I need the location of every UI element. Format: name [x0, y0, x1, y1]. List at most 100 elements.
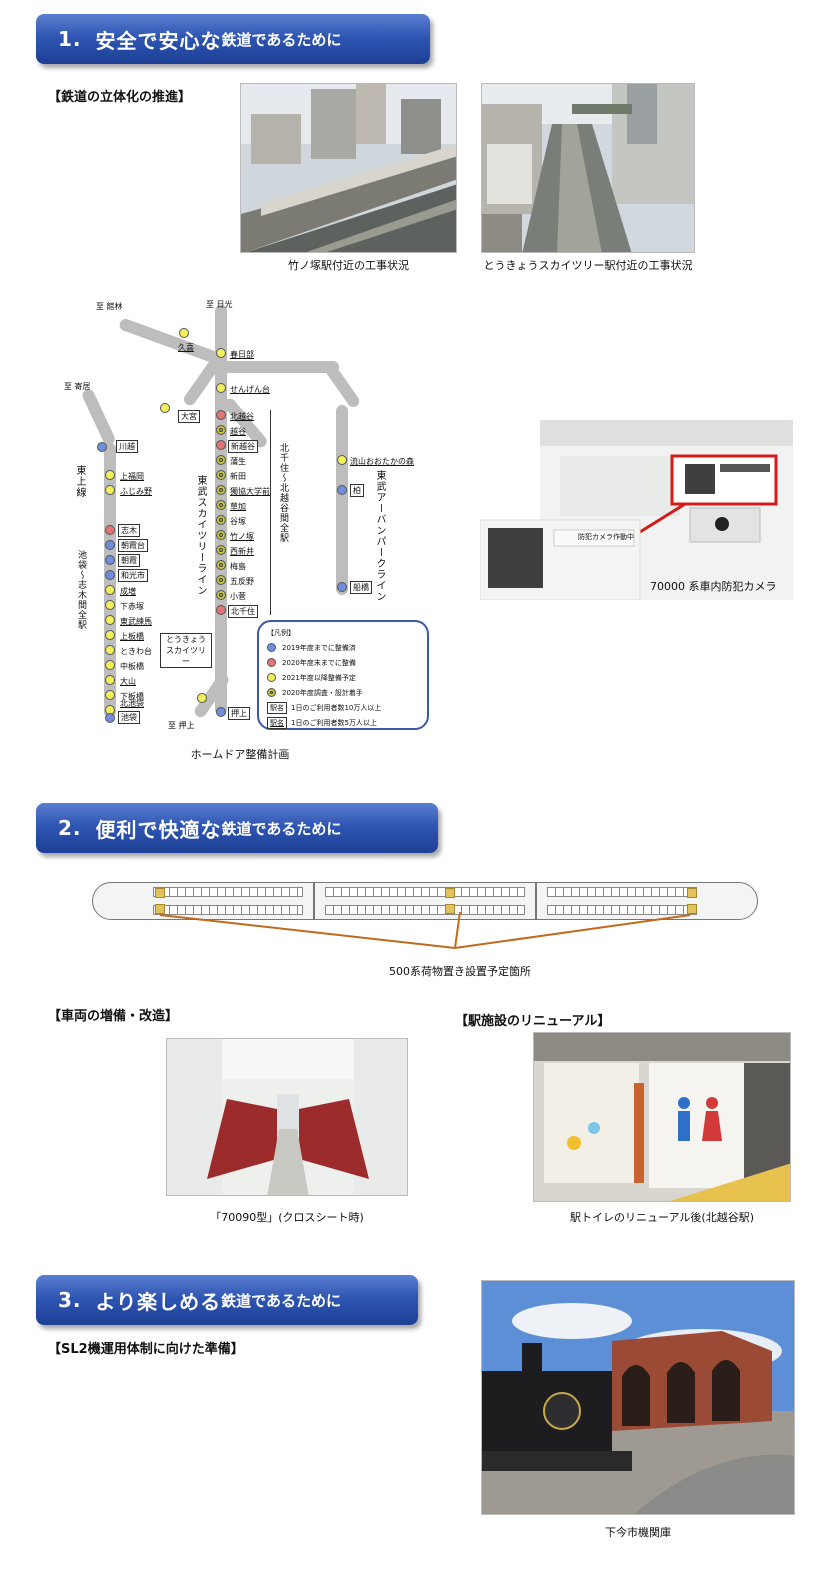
- label-shiki: 志木: [118, 524, 140, 537]
- section2-subhead-right: 【駅施設のリニューアル】: [455, 1014, 611, 1029]
- seats-upper: [547, 887, 697, 897]
- legend-label-done: 2019年度までに整備済: [282, 643, 356, 652]
- train-500-diagram: [92, 882, 758, 920]
- engine-house-caption: 下今市機関庫: [605, 1526, 671, 1539]
- label-kitaikebukuro: 北池袋: [120, 699, 144, 708]
- label-kawagoe: 川越: [116, 440, 138, 453]
- station-tobunerima: [105, 615, 115, 625]
- legend-row-survey: 2020年度調査・設計着手: [267, 685, 419, 700]
- label-omiya: 大宮: [178, 410, 200, 423]
- label-gamo: 蒲生: [230, 457, 246, 466]
- line-label-tojo: 東上線: [74, 465, 85, 498]
- skytree-caption: とうきょうスカイツリー駅付近の工事状況: [483, 259, 693, 272]
- label-kashiwa: 柏: [350, 484, 364, 497]
- label-asaka: 朝霞: [118, 554, 140, 567]
- station-narimasu: [105, 585, 115, 595]
- legend-row-2021: 2021年度以降整備予定: [267, 670, 419, 685]
- section2-number: 2.: [58, 816, 82, 840]
- section2-subhead-left: 【車両の増備・改造】: [48, 1009, 179, 1024]
- station-asakadai: [105, 540, 115, 550]
- station-tokyo-skytree: [197, 693, 207, 703]
- station-kitasenju: [216, 605, 226, 615]
- legend-name-note-1: 1日のご利用者数10万人以上: [291, 703, 382, 712]
- luggage-spot: [155, 888, 165, 898]
- label-sengendai: せんげん台: [230, 385, 270, 394]
- section3-title-big: より楽しめる: [95, 1289, 222, 1314]
- track-urban-east: [221, 361, 339, 373]
- station-kitakoshigaya: [216, 410, 226, 420]
- train-caption: 500系荷物置き設置予定箇所: [389, 965, 531, 978]
- station-gotanno: [216, 575, 226, 585]
- label-kamifukuoka: 上福岡: [120, 472, 144, 481]
- shimoimaichi-engine-house-photo: [481, 1280, 795, 1515]
- legend-row-name2: 駅名 1日のご利用者数5万人以上: [267, 715, 419, 730]
- station-shimoakatsuka: [105, 600, 115, 610]
- track-tojo-top: [80, 387, 117, 447]
- section3-number: 3.: [58, 1288, 82, 1312]
- station-shiki: [105, 525, 115, 535]
- station-kashiwa: [337, 485, 347, 495]
- line-label-urban: 東武アーバンパークライン: [374, 470, 385, 602]
- legend-label-2021: 2021年度以降整備予定: [282, 673, 356, 682]
- station-takenotsuka: [216, 530, 226, 540]
- label-kasukabe: 春日部: [230, 350, 254, 359]
- seats-upper: [153, 887, 303, 897]
- security-camera-photo: 防犯カメラ作動中: [480, 420, 793, 600]
- seats-upper: [325, 887, 525, 897]
- range-bracket: [270, 410, 271, 615]
- label-koshigaya: 越谷: [230, 427, 246, 436]
- skytree-construction-photo: [481, 83, 695, 253]
- legend-row-2020: 2020年度末までに整備: [267, 655, 419, 670]
- legend-name-note-2: 1日のご利用者数5万人以上: [291, 718, 377, 727]
- station-sengendai: [216, 383, 226, 393]
- section1-number: 1.: [58, 27, 82, 51]
- label-wakoshi: 和光市: [118, 569, 148, 582]
- label-yatsuka: 谷塚: [230, 517, 246, 526]
- label-kosuge: 小菅: [230, 592, 246, 601]
- luggage-pointer-lines: [159, 911, 691, 949]
- section2-title-small: 鉄道であるために: [221, 819, 342, 838]
- station-nagareyama: [337, 455, 347, 465]
- legend-label-survey: 2020年度調査・設計着手: [282, 688, 363, 697]
- station-kosuge: [216, 590, 226, 600]
- label-dokkyo: 獨協大学前: [230, 487, 270, 496]
- luggage-spot: [155, 904, 165, 914]
- label-narimasu: 成増: [120, 587, 136, 596]
- train-car-2: [314, 882, 536, 920]
- section1-banner: 1. 安全で安心な 鉄道であるために: [36, 14, 430, 64]
- label-fujimino: ふじみ野: [120, 487, 152, 496]
- section2-banner: 2. 便利で快適な 鉄道であるために: [36, 803, 438, 853]
- label-tobunerima: 東武練馬: [120, 617, 152, 626]
- camera-sign-text: 防犯カメラ作動中: [578, 533, 634, 541]
- station-nishiarai: [216, 545, 226, 555]
- seats-lower: [325, 905, 525, 915]
- station-shinkoshigaya: [216, 440, 226, 450]
- luggage-spot: [445, 888, 455, 898]
- station-ikebukuro: [105, 713, 115, 723]
- label-nakaitabashi: 中板橋: [120, 662, 144, 671]
- label-nagareyama: 流山おおたかの森: [350, 457, 414, 466]
- seats-lower: [153, 905, 303, 915]
- station-kamiitabashi: [105, 630, 115, 640]
- label-shinkoshigaya: 新越谷: [228, 440, 258, 453]
- station-gamo: [216, 455, 226, 465]
- station-tokiwadai: [105, 645, 115, 655]
- track-urban-south: [336, 405, 348, 595]
- label-tokiwadai: ときわ台: [120, 647, 152, 656]
- term-oshiage: 至 押上: [168, 721, 195, 730]
- line-label-skytree: 東武スカイツリーライン: [195, 475, 206, 596]
- term-yorii: 至 寄居: [64, 382, 91, 391]
- station-wakoshi: [105, 570, 115, 580]
- legend-row-done: 2019年度までに整備済: [267, 640, 419, 655]
- label-asakadai: 朝霞台: [118, 539, 148, 552]
- legend-name-box-2: 駅名: [267, 716, 287, 729]
- label-shimoitabashi: 下板橋: [120, 692, 144, 701]
- station-koshigaya: [216, 425, 226, 435]
- legend-title: 【凡例】: [267, 629, 295, 637]
- train-car-1: [92, 882, 314, 920]
- station-nakaitabashi: [105, 660, 115, 670]
- car-interior-photo: [166, 1038, 408, 1196]
- station-umejima: [216, 560, 226, 570]
- track-urban-curve: [323, 361, 362, 410]
